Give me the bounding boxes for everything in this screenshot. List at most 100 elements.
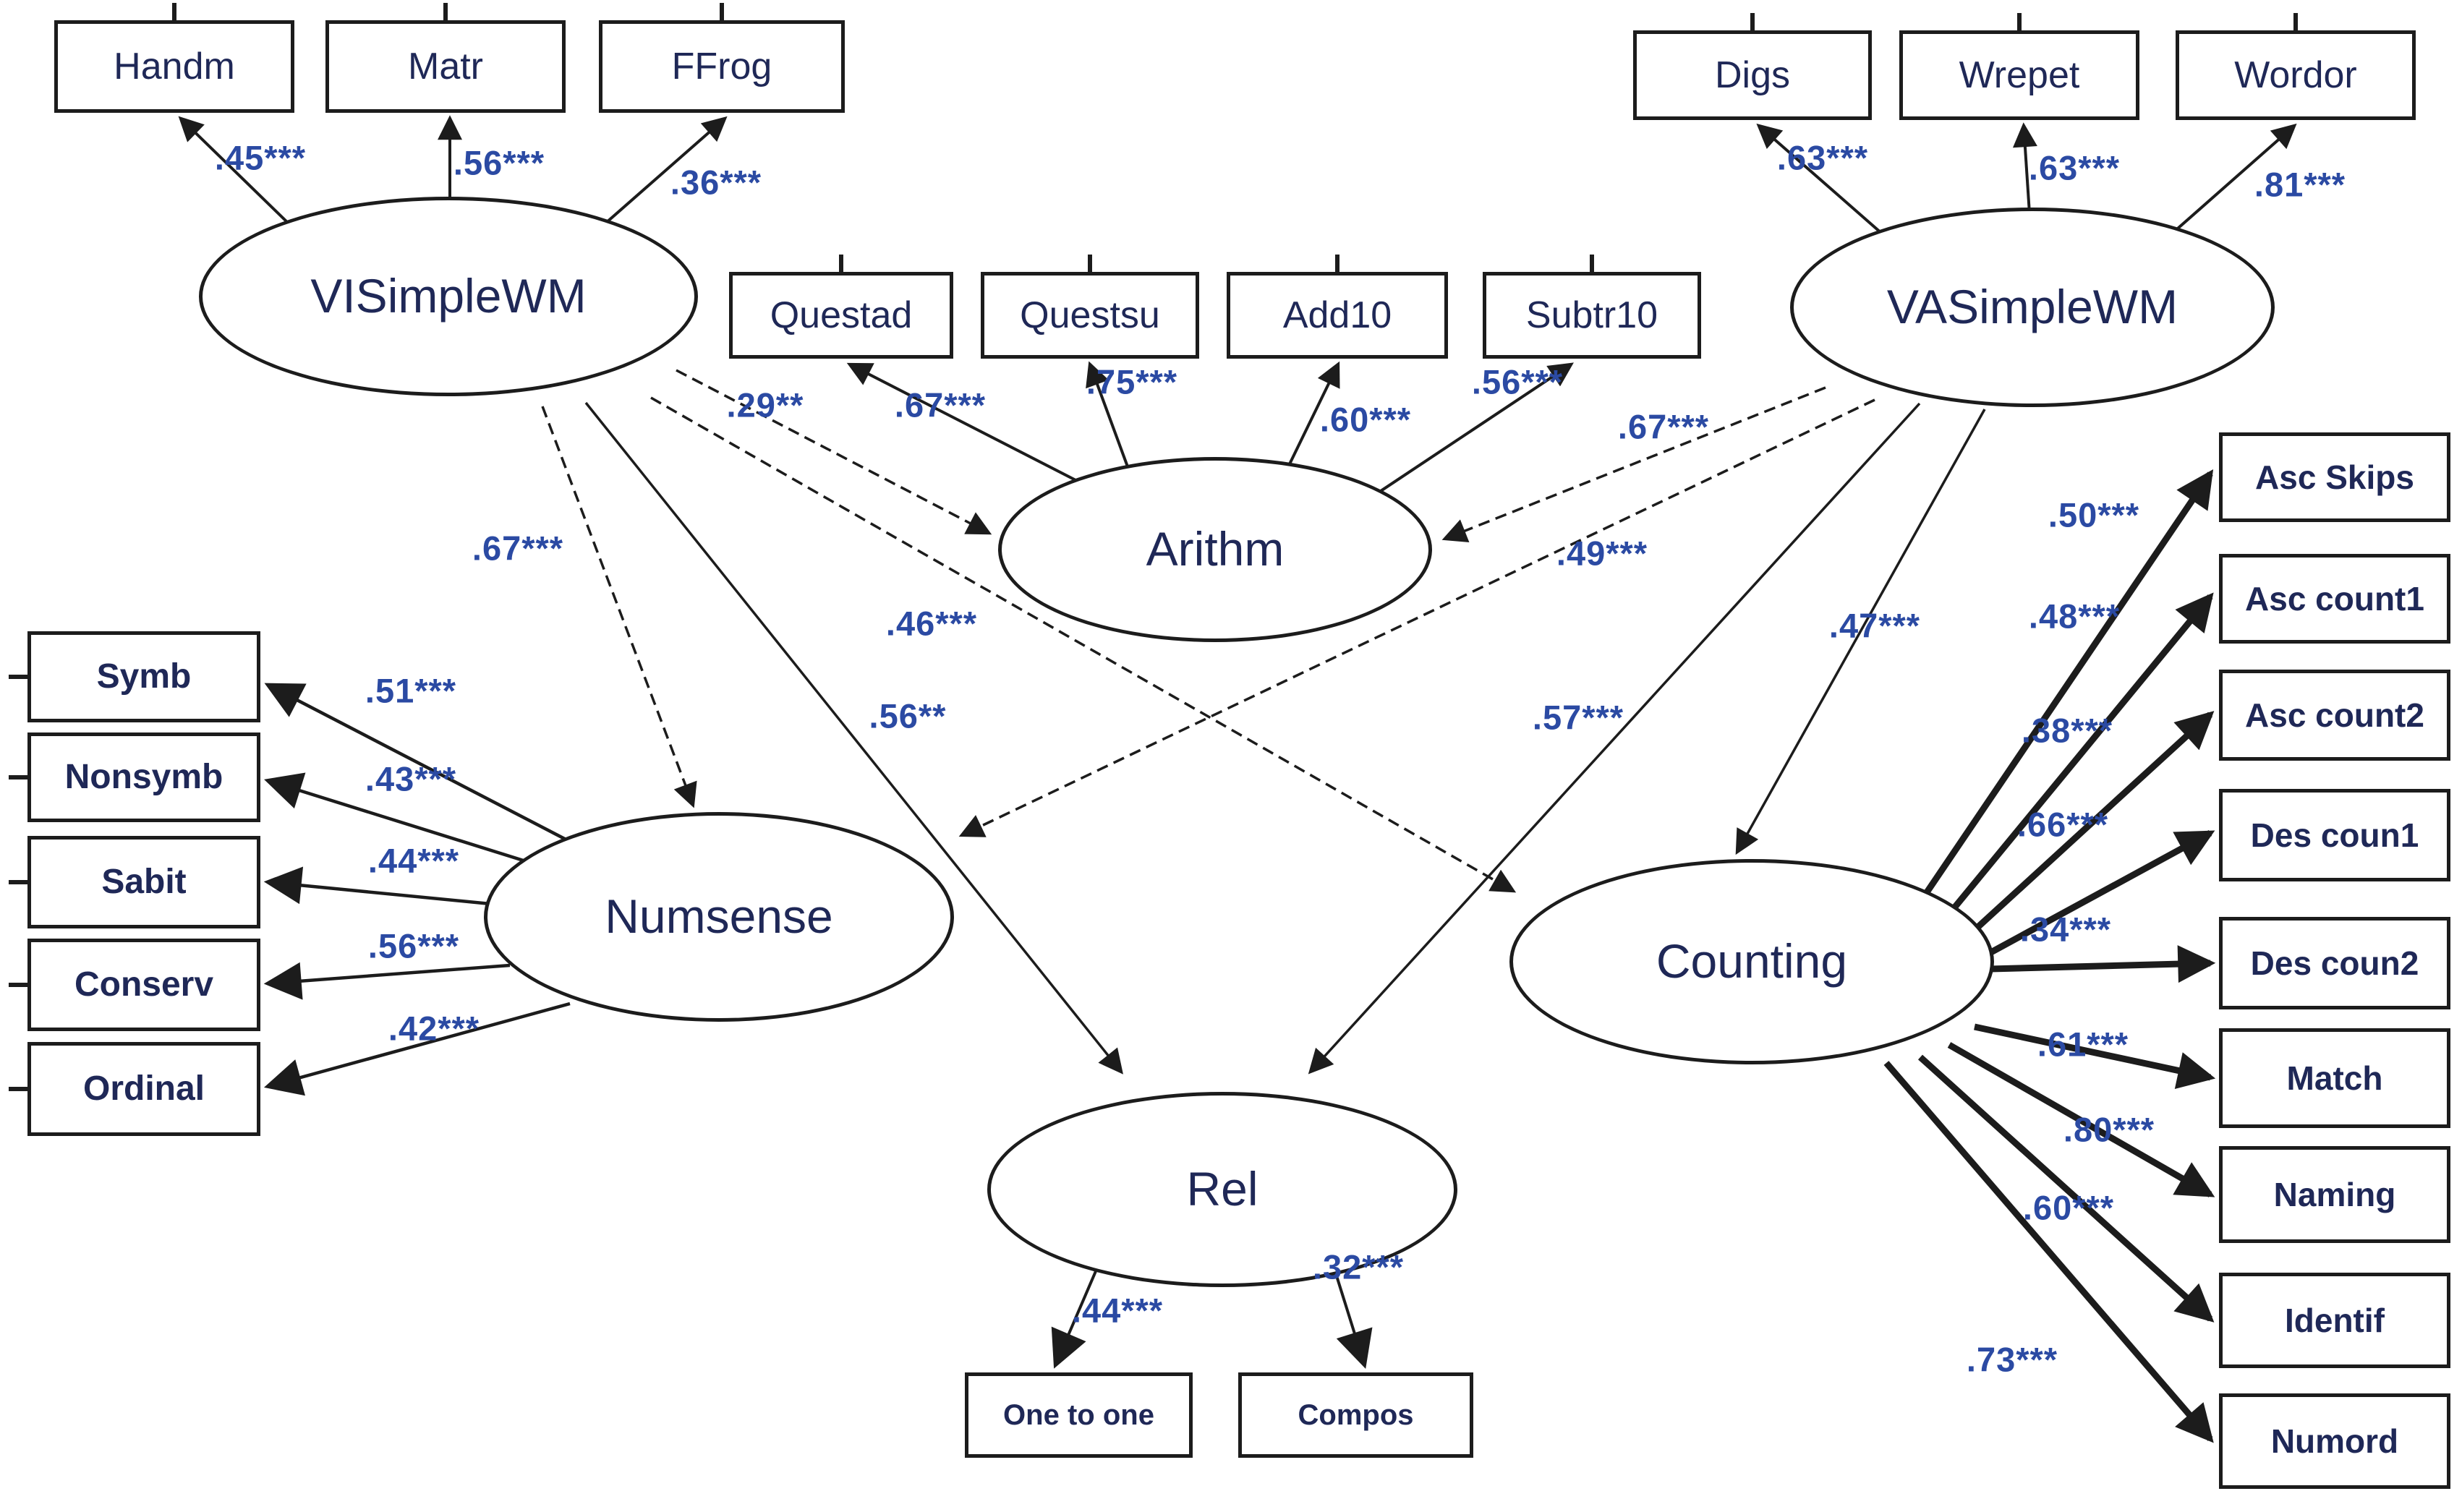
- loading-one-to-one: .44***: [1071, 1291, 1164, 1330]
- loading-asc-skips: .50***: [2048, 495, 2140, 534]
- indicator-wordor: Wordor: [2176, 30, 2416, 120]
- indicator-naming: Naming: [2219, 1146, 2450, 1243]
- indicator-identif: Identif: [2219, 1273, 2450, 1368]
- indicator-numord-label: Numord: [2270, 1422, 2399, 1460]
- arrow-counting-asc-count2: [1961, 711, 2215, 943]
- loading-handm: .45***: [214, 138, 307, 177]
- indicator-handm: Handm: [54, 20, 294, 113]
- indicator-digs-label: Digs: [1714, 54, 1791, 96]
- indicator-digs: Digs: [1633, 30, 1872, 120]
- arrow-numsense-sabit: [263, 866, 491, 906]
- arrow-numsense-symb: [264, 683, 580, 847]
- latent-visimplewm: VISimpleWM: [199, 197, 698, 396]
- indicator-one-to-one-label: One to one: [1003, 1399, 1154, 1431]
- loading-wrepet: .63***: [2028, 148, 2121, 187]
- indicator-sabit: Sabit: [27, 836, 260, 928]
- path-coef-visimplewm-numsense: .67***: [472, 529, 564, 568]
- path-vasimplewm-to-arithm: [1441, 386, 1826, 543]
- loading-conserv: .56***: [367, 926, 460, 965]
- path-visimplewm-to-numsense: [541, 406, 697, 808]
- path-coef-vasimplewm-counting: .47***: [1828, 606, 1921, 645]
- arrow-counting-asc-count1: [1943, 592, 2214, 921]
- indicator-des-coun2: Des coun2: [2219, 917, 2450, 1009]
- latent-rel: Rel: [987, 1092, 1457, 1287]
- indicator-matr-label: Matr: [408, 45, 483, 87]
- indicator-add10-label: Add10: [1282, 294, 1392, 336]
- indicator-matr: Matr: [325, 20, 566, 113]
- indicator-asc-count2-label: Asc count2: [2245, 696, 2424, 734]
- loading-symb: .51***: [365, 671, 457, 710]
- loading-questsu: .75***: [1086, 362, 1178, 401]
- loading-digs: .63***: [1776, 138, 1869, 177]
- arrow-numsense-conserv: [263, 962, 511, 1000]
- path-coef-visimplewm-arithm: .29**: [726, 385, 804, 424]
- indicator-handm-label: Handm: [114, 45, 235, 87]
- arrow-arithm-subtr10: [1373, 362, 1574, 497]
- indicator-compos-label: Compos: [1298, 1399, 1414, 1431]
- arrow-arithm-questad: [846, 362, 1082, 484]
- loading-naming: .80***: [2063, 1110, 2155, 1149]
- arrow-counting-match: [1974, 1023, 2216, 1090]
- path-vasimplewm-to-rel: [1308, 402, 1921, 1075]
- indicator-one-to-one: One to one: [965, 1372, 1193, 1458]
- loading-asc-count1: .48***: [2028, 597, 2121, 636]
- indicator-conserv-label: Conserv: [74, 965, 214, 1004]
- indicator-ffrog-label: FFrog: [671, 45, 772, 87]
- indicator-questad-label: Questad: [770, 294, 913, 336]
- loading-compos: .32***: [1312, 1247, 1405, 1286]
- arrow-counting-numord: [1883, 1061, 2214, 1443]
- arrow-vasimplewm-wrepet: [2012, 122, 2037, 214]
- indicator-des-coun2-label: Des coun2: [2250, 944, 2419, 982]
- latent-vasimplewm: VASimpleWM: [1790, 208, 2275, 407]
- indicator-naming-label: Naming: [2273, 1175, 2396, 1213]
- latent-numsense: Numsense: [484, 812, 954, 1022]
- path-vasimplewm-to-numsense: [958, 398, 1875, 837]
- loading-wordor: .81***: [2254, 165, 2346, 204]
- arrow-vasimplewm-digs: [1756, 123, 1889, 240]
- loading-add10: .60***: [1319, 400, 1412, 439]
- loading-sabit: .44***: [367, 841, 460, 880]
- indicator-asc-skips: Asc Skips: [2219, 432, 2450, 522]
- indicator-numord: Numord: [2219, 1393, 2450, 1489]
- indicator-ffrog: FFrog: [599, 20, 845, 113]
- latent-visimplewm-label: VISimpleWM: [310, 269, 587, 323]
- loading-des-coun1: .66***: [2016, 805, 2109, 844]
- path-coef-visimplewm-counting: .46***: [885, 604, 978, 643]
- arrow-counting-asc-skips: [1921, 469, 2214, 899]
- arrow-visimplewm-ffrog: [599, 116, 728, 229]
- indicator-add10: Add10: [1227, 272, 1448, 359]
- loading-questad: .67***: [894, 385, 987, 424]
- indicator-nonsymb-label: Nonsymb: [64, 757, 223, 796]
- latent-vasimplewm-label: VASimpleWM: [1886, 280, 2178, 334]
- loading-matr: .56***: [453, 143, 545, 182]
- arrow-counting-identif: [1917, 1054, 2215, 1323]
- arrow-arithm-questsu: [1086, 361, 1130, 469]
- latent-counting: Counting: [1509, 859, 1994, 1064]
- path-visimplewm-to-arithm: [676, 369, 992, 535]
- indicator-compos: Compos: [1238, 1372, 1473, 1458]
- path-visimplewm-to-counting: [650, 396, 1517, 893]
- path-visimplewm-to-rel: [584, 401, 1123, 1075]
- arrow-rel-one-to-one: [1051, 1270, 1097, 1369]
- indicator-identif-label: Identif: [2285, 1301, 2385, 1339]
- indicator-asc-count1-label: Asc count1: [2245, 579, 2424, 618]
- indicator-wordor-label: Wordor: [2234, 54, 2357, 96]
- arrow-counting-des-coun2: [1990, 945, 2216, 983]
- loading-asc-count2: .38***: [2021, 711, 2113, 750]
- indicator-subtr10-label: Subtr10: [1525, 294, 1658, 336]
- indicator-nonsymb: Nonsymb: [27, 732, 260, 822]
- path-coef-vasimplewm-rel: .57***: [1532, 698, 1624, 737]
- indicator-asc-count2: Asc count2: [2219, 670, 2450, 761]
- arrow-visimplewm-handm: [178, 116, 291, 226]
- arrow-counting-naming: [1947, 1042, 2215, 1197]
- path-coef-visimplewm-rel: .56**: [869, 696, 947, 735]
- latent-rel-label: Rel: [1186, 1162, 1258, 1216]
- residual-ticks: [9, 3, 2298, 1091]
- indicator-symb-label: Symb: [96, 657, 192, 696]
- loading-match: .61***: [2037, 1025, 2129, 1064]
- arrow-rel-compos: [1333, 1268, 1373, 1369]
- indicator-subtr10: Subtr10: [1483, 272, 1701, 359]
- latent-arithm: Arithm: [998, 457, 1432, 642]
- indicator-des-coun1: Des coun1: [2219, 789, 2450, 881]
